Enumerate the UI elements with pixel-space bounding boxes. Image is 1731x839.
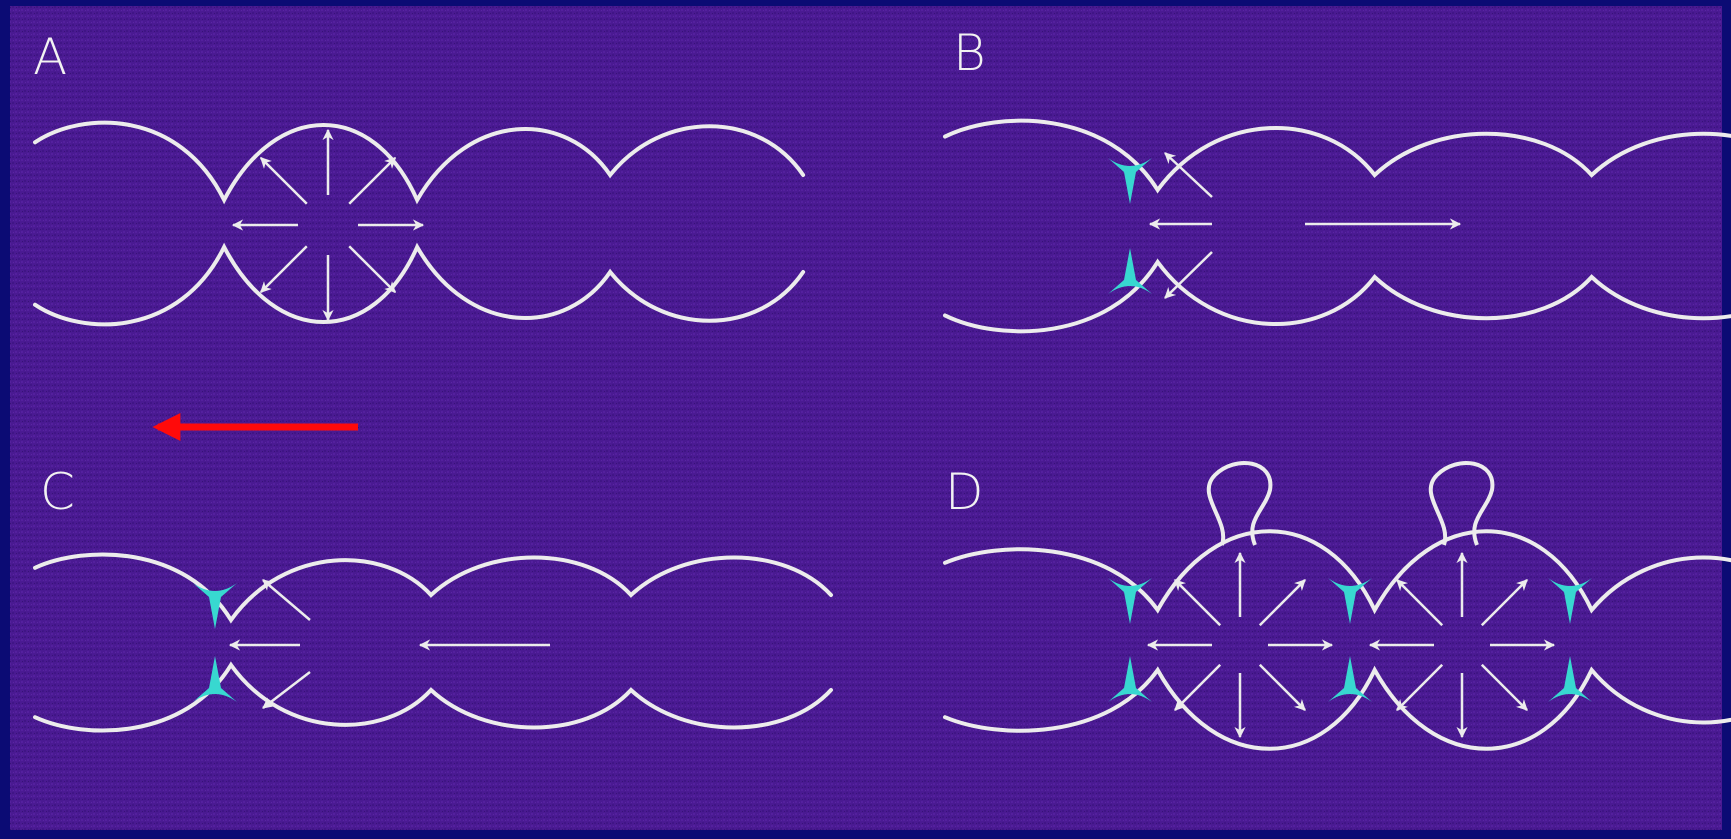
- panel-c: [33, 552, 833, 733]
- membrane-bottom: [33, 661, 833, 733]
- panel-label-d: D: [945, 463, 984, 521]
- flow-arrow: [1480, 663, 1528, 711]
- flow-arrow: [1258, 663, 1306, 711]
- flow-arrow: [348, 245, 397, 294]
- flow-arrow: [262, 579, 311, 621]
- membrane-bottom: [33, 242, 806, 327]
- tight-junction-top: [1108, 158, 1152, 204]
- membrane-top: [33, 120, 806, 205]
- tight-junction-bottom: [1108, 248, 1152, 294]
- tight-junction-top: [1108, 578, 1152, 624]
- panel-a: [33, 120, 806, 327]
- flow-arrow: [1174, 579, 1222, 627]
- panel-b: [943, 118, 1731, 334]
- membrane-bottom: [943, 665, 1731, 751]
- flow-arrow: [1174, 663, 1222, 711]
- flow-arrow: [348, 156, 397, 205]
- flow-arrow: [1164, 152, 1213, 198]
- flow-arrow: [1396, 663, 1444, 711]
- panel-label-c: C: [40, 463, 75, 521]
- diagram-background: [10, 6, 1722, 830]
- flow-arrow: [1164, 251, 1213, 299]
- panel-d: [943, 461, 1731, 751]
- membrane-top: [33, 552, 833, 624]
- membrane-bottom: [943, 258, 1731, 334]
- tight-junction-bottom: [1328, 656, 1372, 702]
- flow-arrow: [1480, 579, 1528, 627]
- tight-junction-top: [1548, 578, 1592, 624]
- membrane-bleb: [1428, 461, 1495, 546]
- tight-junction-bottom: [193, 656, 237, 702]
- membrane-top: [943, 118, 1731, 194]
- tight-junction-top: [193, 583, 237, 629]
- flow-arrow: [259, 156, 308, 205]
- membrane-bleb: [1206, 461, 1273, 546]
- flow-arrow: [1258, 579, 1306, 627]
- flow-arrow: [1396, 579, 1444, 627]
- panel-label-a: A: [33, 28, 68, 86]
- panel-label-b: B: [953, 24, 986, 82]
- tight-junction-bottom: [1548, 656, 1592, 702]
- tight-junction-bottom: [1108, 656, 1152, 702]
- membrane-top: [943, 529, 1731, 615]
- flow-arrow: [262, 671, 311, 709]
- tight-junction-top: [1328, 578, 1372, 624]
- flow-arrow: [259, 245, 308, 294]
